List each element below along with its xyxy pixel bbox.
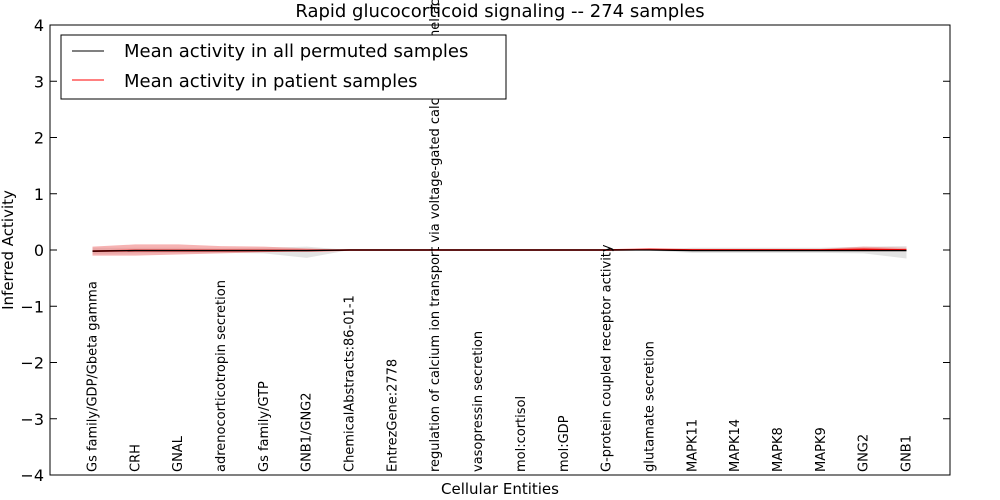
category-label: CRH <box>128 444 143 472</box>
y-tick-label: 2 <box>34 129 44 148</box>
category-label: ChemicalAbstracts:86-01-1 <box>343 295 358 472</box>
category-label: GNB1/GNG2 <box>300 392 315 472</box>
legend-label-patient: Mean activity in patient samples <box>124 71 418 92</box>
category-label: Gs family/GTP <box>257 381 272 472</box>
category-label: GNG2 <box>857 434 872 472</box>
y-axis: −4 −3 −2 −1 0 1 2 3 4 <box>20 16 950 485</box>
category-label: GNB1 <box>900 435 915 472</box>
category-label: GNAL <box>171 435 186 472</box>
y-tick-label: 1 <box>34 185 44 204</box>
y-tick-label: 4 <box>34 16 44 35</box>
category-label: EntrezGene:2778 <box>385 359 400 472</box>
series-lines <box>92 248 907 253</box>
category-label: adrenocorticotropin secretion <box>214 280 229 472</box>
legend-label-permuted: Mean activity in all permuted samples <box>124 41 468 62</box>
category-label: vasopressin secretion <box>471 331 486 472</box>
category-label: MAPK9 <box>814 427 829 472</box>
category-label: glutamate secretion <box>642 341 657 472</box>
category-label: regulation of calcium ion transport via … <box>428 0 443 472</box>
category-label: Gs family/GDP/Gbeta gamma <box>86 281 101 472</box>
legend: Mean activity in all permuted samples Me… <box>60 34 507 100</box>
y-tick-label: 3 <box>34 72 44 91</box>
y-tick-label: −1 <box>20 297 44 316</box>
y-tick-label: −2 <box>20 354 44 373</box>
chart-title: Rapid glucocorticoid signaling -- 274 sa… <box>295 1 704 22</box>
y-tick-label: −4 <box>20 466 44 485</box>
category-label: mol:cortisol <box>514 396 529 472</box>
y-tick-label: 0 <box>34 241 44 260</box>
legend-box <box>60 34 507 100</box>
category-label: mol:GDP <box>557 415 572 472</box>
y-axis-label: Inferred Activity <box>0 190 17 310</box>
category-label: MAPK11 <box>685 419 700 472</box>
y-tick-label: −3 <box>20 410 44 429</box>
line-series-0 <box>92 249 907 252</box>
category-label: G-protein coupled receptor activity <box>600 244 615 472</box>
category-label: MAPK14 <box>728 419 743 472</box>
category-label: MAPK8 <box>771 427 786 472</box>
x-axis-label: Cellular Entities <box>441 480 559 498</box>
